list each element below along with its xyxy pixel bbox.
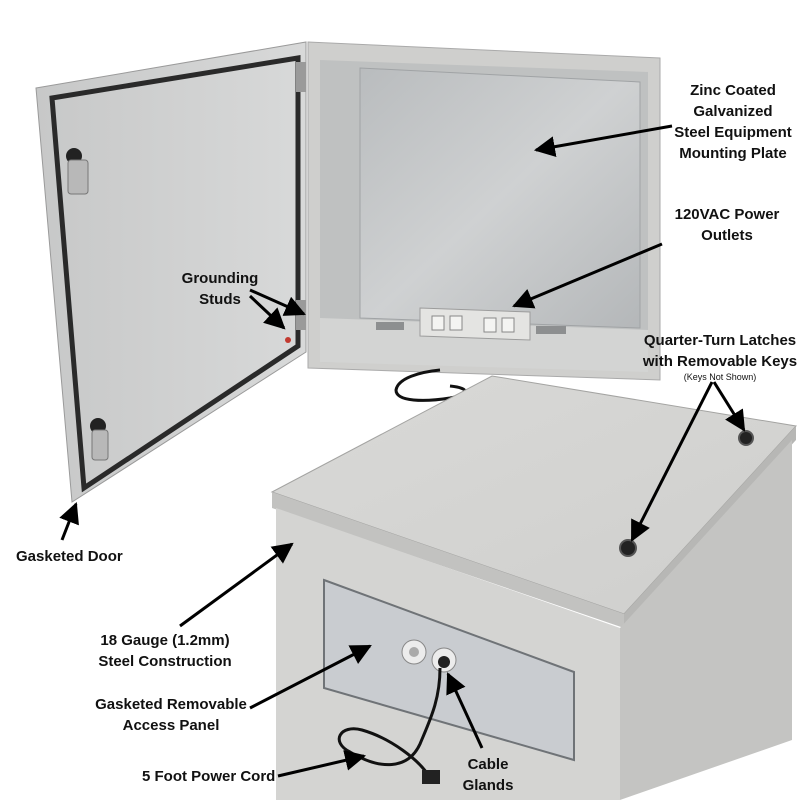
door-latch-bottom [90,418,109,461]
door-gasket [49,55,301,493]
quarter-turn-latch-icon [738,430,754,446]
label-line: 18 Gauge (1.2mm) [100,632,230,649]
power-outlet-strip [419,307,531,341]
label-line: with Removable Keys [642,353,798,370]
arrow-icon [248,294,286,330]
arrow-icon [249,644,372,710]
access-panel-label: Gasketed Removable Access Panel [86,694,256,736]
arrow-icon [59,502,79,541]
grounding-stud [285,337,291,343]
label-line: 5 Foot Power Cord [142,768,276,785]
arrow-icon [533,124,673,158]
label-line: Glands [462,777,514,794]
open-door [35,41,307,503]
gasketed-door-label: Gasketed Door [16,546,123,567]
power-outlets-label: 120VAC Power Outlets [662,204,792,246]
label-line: Mounting Plate [679,145,787,162]
label-line: Access Panel [122,717,220,734]
arrow-icon [512,242,663,309]
arrow-icon [179,542,294,628]
label-line: Steel Construction [98,653,232,670]
label-line: Quarter-Turn Latches [643,332,797,349]
label-line: Studs [199,291,241,308]
arrow-icon [446,672,484,749]
door-latch-top [66,148,89,195]
latches-note: (Keys Not Shown) [683,372,757,382]
cable-gland-right [431,647,457,673]
mounting-plate-label: Zinc Coated Galvanized Steel Equipment M… [668,80,798,164]
arrow-icon [630,381,714,542]
cable-glands-label: Cable Glands [448,754,528,796]
label-line: Gasketed Door [16,548,123,565]
label-line: Grounding [181,270,259,287]
open-enclosure [307,41,661,381]
label-line: Gasketed Removable [95,696,247,713]
label-arrows [59,124,746,778]
lid-front-edge [272,492,624,628]
power-cord-plug [422,770,440,784]
label-line: Outlets [701,227,753,244]
latches-label: Quarter-Turn Latches with Removable Keys… [640,330,800,383]
enclosure-side-wall [620,440,792,800]
label-line: Cable [467,756,509,773]
arrow-icon [712,381,746,432]
label-line: 120VAC Power [674,206,780,223]
label-line: Galvanized [693,103,773,120]
arrow-icon [249,288,306,316]
cable-gland-left [401,639,427,665]
label-line: Zinc Coated [690,82,776,99]
power-cord-label: 5 Foot Power Cord [142,766,275,787]
arrow-icon [277,750,367,778]
label-line: Steel Equipment [674,124,792,141]
mounting-plate [359,67,641,329]
closed-enclosure [270,375,797,800]
grounding-studs-label: Grounding Studs [172,268,268,310]
quarter-turn-latch-icon [619,539,637,557]
steel-construction-label: 18 Gauge (1.2mm) Steel Construction [80,630,250,672]
